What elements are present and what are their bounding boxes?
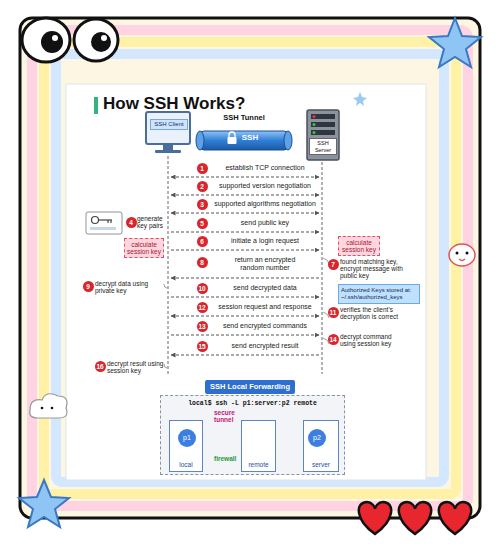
callout-number: 8 xyxy=(197,257,208,268)
frame xyxy=(20,18,480,518)
callout-number: 3 xyxy=(197,199,208,210)
message-label: send encrypted result xyxy=(230,342,301,350)
note-text: secure tunnel xyxy=(214,409,240,423)
outer-frame xyxy=(20,18,480,518)
title-bar xyxy=(94,97,98,114)
host-box: local p1 xyxy=(169,420,203,472)
note-text: firewall xyxy=(214,455,240,462)
doodle-face xyxy=(449,244,475,266)
message-label: send public key xyxy=(239,219,291,227)
message-label: session request and response xyxy=(216,303,313,311)
message-label: establish TCP connection xyxy=(223,164,306,172)
note-text: found matching key, encrypt message with… xyxy=(340,258,406,279)
eye xyxy=(22,18,70,62)
message-label: return an encrypted random number xyxy=(220,256,310,272)
port-label: p1 xyxy=(178,429,196,447)
host-label: server xyxy=(304,461,338,468)
eye-shine xyxy=(101,35,107,41)
host-box: server p2 xyxy=(303,420,339,472)
pink-band xyxy=(32,30,468,506)
heart xyxy=(399,502,431,534)
node-text: calculate session key xyxy=(127,241,161,255)
message-label: send decrypted data xyxy=(231,284,298,292)
tunnel-heading: SSH Tunnel xyxy=(196,113,292,123)
node-text: SSH Client xyxy=(152,121,186,128)
yellow-band xyxy=(44,42,456,494)
session-key-box: calculate session key xyxy=(124,238,164,258)
title-text: How SSH Works? xyxy=(103,94,245,114)
ssh-tunnel: SSH TunnelSSH xyxy=(196,113,292,143)
host-box: remote xyxy=(241,420,276,472)
star xyxy=(429,18,481,67)
host-label: local xyxy=(170,461,202,468)
small-star xyxy=(353,92,367,106)
star xyxy=(19,480,69,527)
message-label: send encrypted commands xyxy=(221,322,309,330)
tunnel-text: SSH xyxy=(196,133,292,143)
callout-number: 6 xyxy=(197,236,208,247)
content-card xyxy=(66,84,426,480)
port-circle: p1 xyxy=(178,429,196,447)
hearts xyxy=(359,502,471,534)
port-label: p2 xyxy=(308,429,326,447)
callout-number: 16 xyxy=(95,361,106,372)
callout-number: 14 xyxy=(328,334,339,345)
key-icon xyxy=(86,212,122,234)
callout-number: 11 xyxy=(328,307,339,318)
callout-number: 10 xyxy=(197,283,208,294)
node-text: calculate session key xyxy=(341,239,377,253)
callout-number: 7 xyxy=(328,259,339,270)
eye-shine xyxy=(52,35,58,41)
node-text: SSH Server xyxy=(311,140,335,153)
client-label: SSH Client xyxy=(150,119,188,130)
message-label: supported version negotiation xyxy=(217,182,313,190)
doodle-cloud xyxy=(30,394,67,418)
server-label: SSH Server xyxy=(309,138,337,155)
ssh-pipe xyxy=(196,131,292,150)
pupil xyxy=(41,31,63,53)
authorized-keys-box: Authorized Keys stored at: ~/.ssh/author… xyxy=(338,284,420,304)
callout-number: 13 xyxy=(197,321,208,332)
message-label: supported algorithms negotiation xyxy=(212,200,318,208)
session-key-box: calculate session key xyxy=(338,236,380,256)
server-tower xyxy=(307,110,339,160)
message-label: initiate a login request xyxy=(229,237,301,245)
note-text: decrypt data using private key xyxy=(95,280,163,294)
message-arrows xyxy=(171,177,319,355)
eyes xyxy=(22,18,118,62)
eye xyxy=(74,19,118,61)
callout-number: 5 xyxy=(197,218,208,229)
callout-number: 12 xyxy=(197,302,208,313)
note-text: decrypt result using session key xyxy=(107,360,165,374)
command-text: local$ ssh -L p1:server:p2 remote xyxy=(161,396,344,408)
forwarding-panel: local$ ssh -L p1:server:p2 remote local p1… xyxy=(160,395,345,475)
port-circle: p2 xyxy=(308,429,326,447)
section-header: SSH Local Forwarding xyxy=(205,380,295,394)
note-text: verifies the client's decryption is corr… xyxy=(340,306,410,320)
blue-band xyxy=(56,54,444,482)
note-pointers xyxy=(164,258,329,368)
callout-number: 4 xyxy=(126,217,137,228)
lifelines xyxy=(168,156,322,374)
heart xyxy=(439,502,471,534)
heart xyxy=(359,502,391,534)
header-text: SSH Local Forwarding xyxy=(207,382,293,392)
pupil xyxy=(91,32,111,52)
node-text: Authorized Keys stored at: ~/.ssh/author… xyxy=(341,287,417,301)
note-text: generate key pairs xyxy=(137,215,167,229)
callout-number: 2 xyxy=(197,181,208,192)
callout-number: 15 xyxy=(197,341,208,352)
note-text: decrypt command using session key xyxy=(340,333,406,347)
client-monitor xyxy=(146,112,190,153)
callout-number: 9 xyxy=(83,281,94,292)
callout-number: 1 xyxy=(197,163,208,174)
host-label: remote xyxy=(242,461,275,468)
